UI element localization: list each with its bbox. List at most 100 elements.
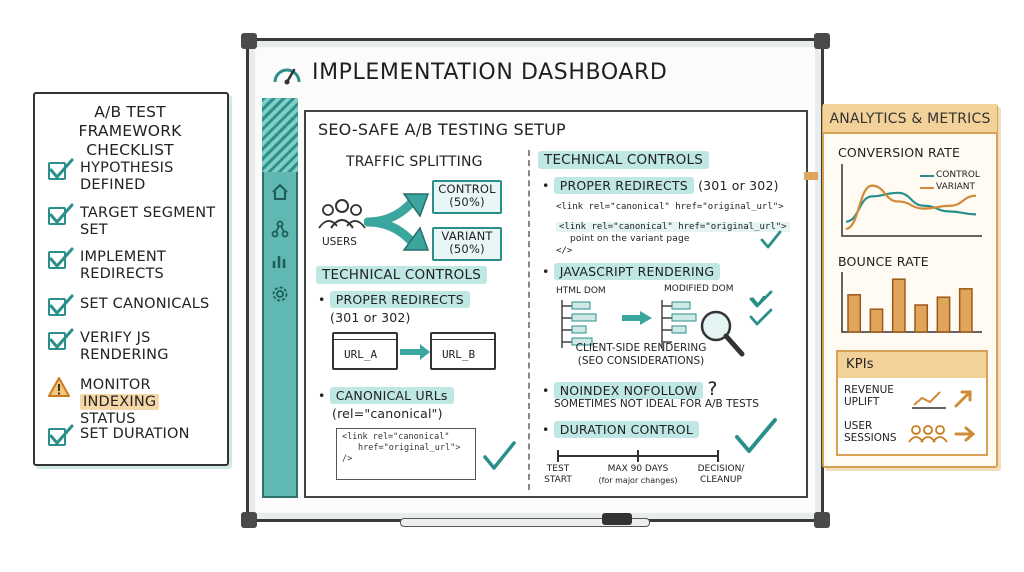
question-mark: ? bbox=[707, 378, 718, 400]
bounce-bar bbox=[936, 296, 951, 333]
board-corner bbox=[814, 33, 830, 49]
checklist-item-label-2: DEFINED bbox=[80, 177, 146, 193]
kpi-label: REVENUE bbox=[844, 384, 894, 396]
kpi-label: UPLIFT bbox=[844, 396, 880, 408]
checkbox-icon[interactable] bbox=[48, 332, 66, 350]
bar-chart-icon[interactable] bbox=[271, 252, 289, 270]
checkmark-icon bbox=[749, 290, 773, 326]
right-code1: <link rel="canonical" href="original_url… bbox=[556, 202, 784, 212]
csr-line2: (SEO CONSIDERATIONS) bbox=[577, 355, 705, 367]
analytics-title: ANALYTICS & METRICS bbox=[823, 104, 997, 134]
redirect-arrow-icon bbox=[400, 344, 430, 360]
timeline-label: (for major changes) bbox=[598, 476, 678, 485]
conversion-axes bbox=[841, 164, 982, 237]
duration-timeline bbox=[557, 450, 719, 462]
pin-icon bbox=[804, 172, 818, 180]
js-rendering-row: • JAVASCRIPT RENDERING bbox=[542, 263, 721, 280]
user-sessions-icon bbox=[908, 425, 976, 443]
left-redirects-label: • PROPER REDIRECTS bbox=[318, 291, 470, 308]
timeline-label: MAX 90 DAYS bbox=[607, 464, 669, 474]
code-line: <link rel="canonical" bbox=[342, 432, 450, 442]
checkbox-icon[interactable] bbox=[48, 298, 66, 316]
timeline-start: TEST START bbox=[540, 464, 576, 486]
duration-row: • DURATION CONTROL bbox=[542, 421, 700, 438]
noindex-note: SOMETIMES NOT IDEAL FOR A/B TESTS bbox=[554, 398, 759, 410]
checklist-title-line2: CHECKLIST bbox=[86, 141, 174, 159]
whiteboard-marker bbox=[400, 518, 650, 527]
checklist-title: A/B TEST FRAMEWORK CHECKLIST bbox=[42, 103, 218, 160]
checkbox-icon[interactable] bbox=[48, 251, 66, 269]
series-line-control bbox=[845, 191, 977, 223]
right-redirects-text: PROPER REDIRECTS bbox=[553, 177, 694, 194]
conversion-title: CONVERSION RATE bbox=[838, 145, 961, 160]
checkmark-icon bbox=[49, 158, 74, 179]
control-box bbox=[432, 180, 502, 214]
right-tech-heading: TECHNICAL CONTROLS bbox=[538, 151, 710, 169]
bounce-bar bbox=[847, 294, 862, 333]
board-corner bbox=[241, 33, 257, 49]
variant-box-text: VARIANT (50%) bbox=[432, 230, 502, 256]
speedometer-icon bbox=[273, 68, 301, 85]
checklist-item-label: VERIFY JS bbox=[80, 330, 151, 346]
modified-dom-label: MODIFIED DOM bbox=[664, 284, 734, 294]
checkmark-icon bbox=[49, 424, 74, 445]
checkmark-icon bbox=[483, 441, 516, 470]
checklist-item-label: TARGET SEGMENT bbox=[80, 205, 216, 221]
checkmark-icon bbox=[49, 294, 74, 315]
timeline-label: CLEANUP bbox=[700, 475, 742, 485]
noindex-text: NOINDEX NOFOLLOW bbox=[553, 382, 704, 399]
control-label: CONTROL bbox=[438, 182, 496, 196]
html-dom-label: HTML DOM bbox=[556, 286, 606, 296]
noindex-row: • NOINDEX NOFOLLOW ? bbox=[542, 378, 718, 400]
left-tech-heading-text: TECHNICAL CONTROLS bbox=[316, 266, 488, 284]
right-tech-heading-text: TECHNICAL CONTROLS bbox=[538, 151, 710, 169]
left-redirects-codes: (301 or 302) bbox=[330, 310, 411, 325]
legend-control: CONTROL bbox=[936, 170, 980, 180]
code-line: href="original_url"> bbox=[358, 443, 461, 453]
timeline-max: MAX 90 DAYS (for major changes) bbox=[586, 464, 690, 486]
canonical-label-text: CANONICAL URLs bbox=[329, 387, 454, 404]
home-icon[interactable] bbox=[271, 183, 289, 201]
gear-icon[interactable] bbox=[271, 285, 289, 303]
indexing-highlight: INDEXING bbox=[80, 394, 160, 410]
right-redirects-codes: (301 or 302) bbox=[698, 178, 779, 193]
variant-box bbox=[432, 227, 502, 261]
bounce-bar bbox=[869, 308, 884, 333]
csr-caption: CLIENT-SIDE RENDERING (SEO CONSIDERATION… bbox=[566, 342, 716, 368]
checkmark-icon bbox=[49, 203, 74, 224]
network-icon[interactable] bbox=[271, 220, 289, 238]
series-line-variant bbox=[845, 184, 977, 230]
csr-line1: CLIENT-SIDE RENDERING bbox=[575, 342, 707, 354]
left-redirects-text: PROPER REDIRECTS bbox=[329, 291, 470, 308]
checklist-item-label: SET CANONICALS bbox=[80, 296, 210, 312]
variant-percent: (50%) bbox=[449, 242, 485, 256]
checklist-item-label-2: RENDERING bbox=[80, 347, 169, 363]
checkbox-icon[interactable] bbox=[48, 162, 66, 180]
left-tech-heading: TECHNICAL CONTROLS bbox=[316, 266, 488, 284]
bounce-bar bbox=[914, 304, 929, 333]
right-redirects-row: • PROPER REDIRECTS (301 or 302) bbox=[542, 177, 779, 194]
legend-control-swatch bbox=[920, 175, 934, 177]
board-corner bbox=[814, 512, 830, 528]
url-b-label: URL_B bbox=[442, 348, 476, 361]
warning-icon bbox=[48, 377, 70, 397]
kpi-label: USER bbox=[844, 420, 873, 432]
checkmark-icon bbox=[760, 230, 782, 249]
url-b-window bbox=[430, 332, 496, 370]
checkmark-icon bbox=[49, 247, 74, 268]
right-code2: <link rel="canonical" href="original_url… bbox=[556, 222, 790, 232]
timeline-decision: DECISION/ CLEANUP bbox=[692, 464, 750, 486]
control-percent: (50%) bbox=[449, 195, 485, 209]
column-divider bbox=[528, 150, 530, 490]
js-rendering-text: JAVASCRIPT RENDERING bbox=[553, 263, 721, 280]
right-code2-note: point on the variant page bbox=[570, 234, 690, 244]
users-label: USERS bbox=[322, 236, 357, 248]
control-box-text: CONTROL (50%) bbox=[432, 183, 502, 209]
checklist-item-label-2: SET bbox=[80, 222, 108, 238]
timeline-label: START bbox=[544, 475, 572, 485]
checkbox-icon[interactable] bbox=[48, 428, 66, 446]
bounce-rate-chart bbox=[841, 272, 982, 333]
canonical-sub: (rel="canonical") bbox=[332, 406, 443, 421]
checkbox-icon[interactable] bbox=[48, 207, 66, 225]
checklist-item-label: MONITOR bbox=[80, 377, 151, 393]
